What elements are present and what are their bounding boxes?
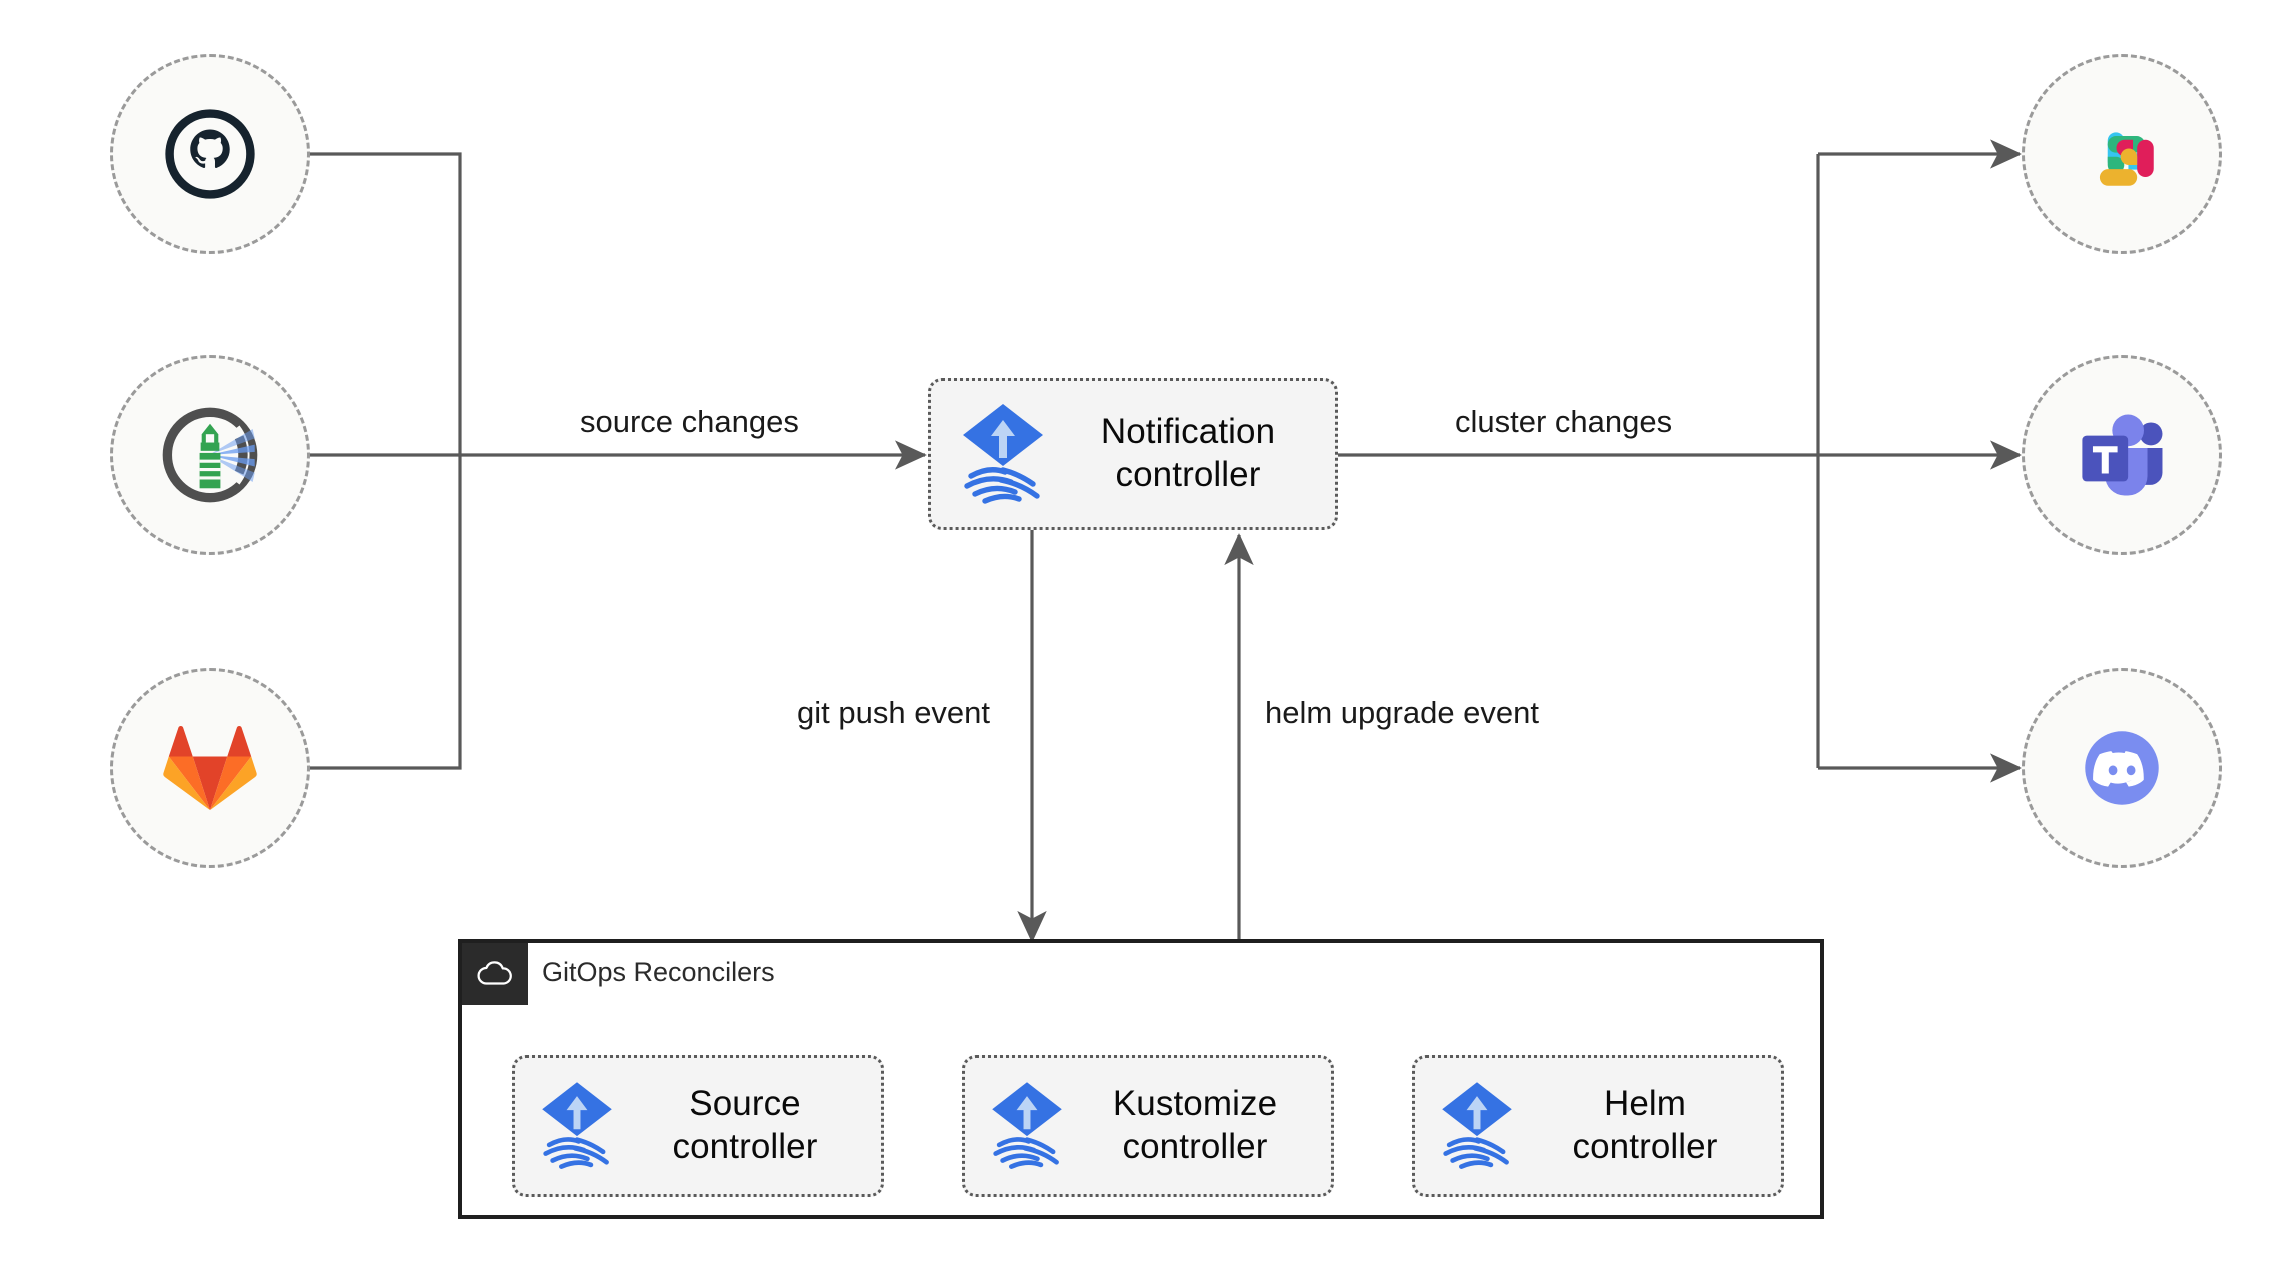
kustomize-controller-label: Kustomize controller — [1067, 1083, 1331, 1168]
notification-line-2: controller — [1115, 455, 1261, 494]
target-node-discord[interactable] — [2022, 668, 2222, 868]
helm-controller-node[interactable]: Helm controller — [1412, 1055, 1784, 1197]
source-controller-label: Source controller — [617, 1083, 881, 1168]
source-controller-line-1: Source — [689, 1084, 801, 1124]
github-icon — [165, 109, 255, 199]
kustomize-controller-line-2: controller — [1122, 1127, 1268, 1166]
kustomize-controller-node[interactable]: Kustomize controller — [962, 1055, 1334, 1197]
source-node-github[interactable] — [110, 54, 310, 254]
msteams-icon — [2082, 414, 2163, 496]
source-controller-line-2: controller — [672, 1127, 818, 1166]
source-controller-node[interactable]: Source controller — [512, 1055, 884, 1197]
container-title: GitOps Reconcilers — [542, 957, 775, 987]
gitlab-icon — [163, 725, 257, 811]
edge-label-git-push-event: git push event — [797, 695, 991, 730]
flux-lighthouse-icon — [162, 407, 258, 503]
notification-line-1: Notification — [1100, 412, 1276, 452]
source-node-flux[interactable] — [110, 355, 310, 555]
flux-logo-icon — [1437, 1076, 1517, 1177]
flux-logo-icon — [537, 1076, 617, 1177]
source-node-gitlab[interactable] — [110, 668, 310, 868]
notification-controller-node[interactable]: Notification controller — [928, 378, 1338, 530]
slack-icon — [2099, 132, 2154, 186]
flux-logo-icon — [987, 1076, 1067, 1177]
target-node-slack[interactable] — [2022, 54, 2222, 254]
helm-controller-line-2: controller — [1572, 1127, 1718, 1166]
kustomize-controller-line-1: Kustomize — [1112, 1084, 1278, 1124]
helm-controller-line-1: Helm — [1603, 1084, 1687, 1124]
helm-controller-label: Helm controller — [1517, 1083, 1781, 1168]
edge-label-cluster-changes: cluster changes — [1455, 404, 1673, 439]
cloud-badge — [462, 943, 528, 1005]
edge-label-helm-upgrade-event: helm upgrade event — [1265, 695, 1540, 730]
discord-icon — [2085, 731, 2159, 805]
gitops-reconcilers-container: GitOps Reconcilers Source controller — [458, 939, 1824, 1219]
target-node-teams[interactable] — [2022, 355, 2222, 555]
cloud-icon — [477, 961, 512, 985]
edge-label-source-changes: source changes — [580, 404, 799, 439]
flux-logo-icon — [957, 398, 1049, 511]
notification-controller-label: Notification controller — [1049, 411, 1335, 496]
